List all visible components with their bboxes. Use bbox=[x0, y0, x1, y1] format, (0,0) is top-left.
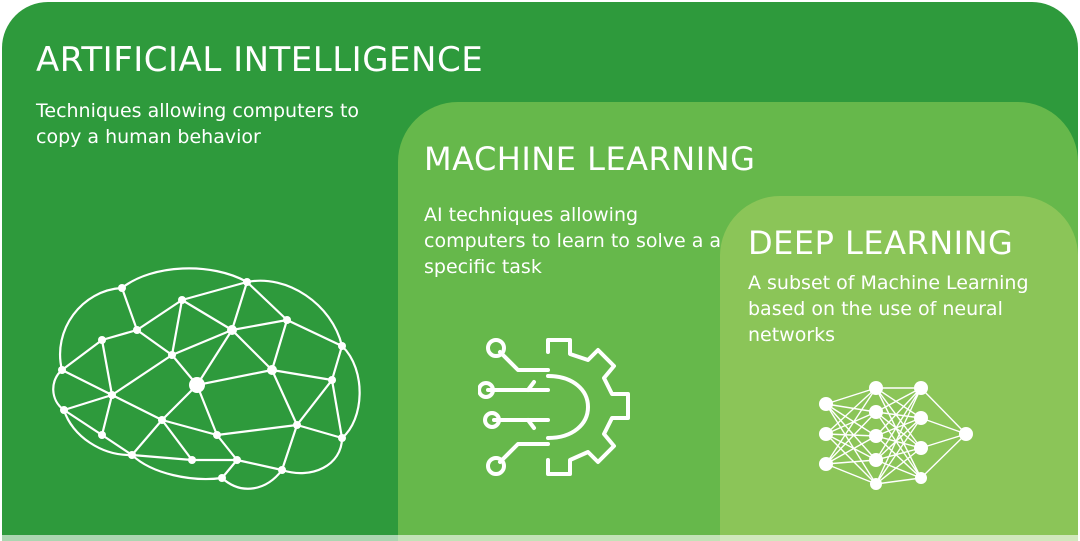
ai-description: Techniques allowing computers to copy a … bbox=[36, 100, 360, 148]
bottom-strip bbox=[0, 535, 1080, 541]
ml-description: AI techniques allowing computers to lear… bbox=[424, 204, 722, 278]
dl-panel: DEEP LEARNING A subset of Machine Learni… bbox=[720, 196, 1078, 541]
brain-network-icon bbox=[52, 267, 361, 490]
dl-description: A subset of Machine Learning based on th… bbox=[748, 272, 1029, 346]
ai-title: ARTIFICIAL INTELLIGENCE bbox=[36, 40, 484, 80]
dl-title: DEEP LEARNING bbox=[748, 224, 1014, 262]
ml-title: MACHINE LEARNING bbox=[424, 140, 756, 178]
gear-circuit-icon bbox=[478, 338, 630, 476]
neural-network-icon bbox=[819, 381, 973, 490]
